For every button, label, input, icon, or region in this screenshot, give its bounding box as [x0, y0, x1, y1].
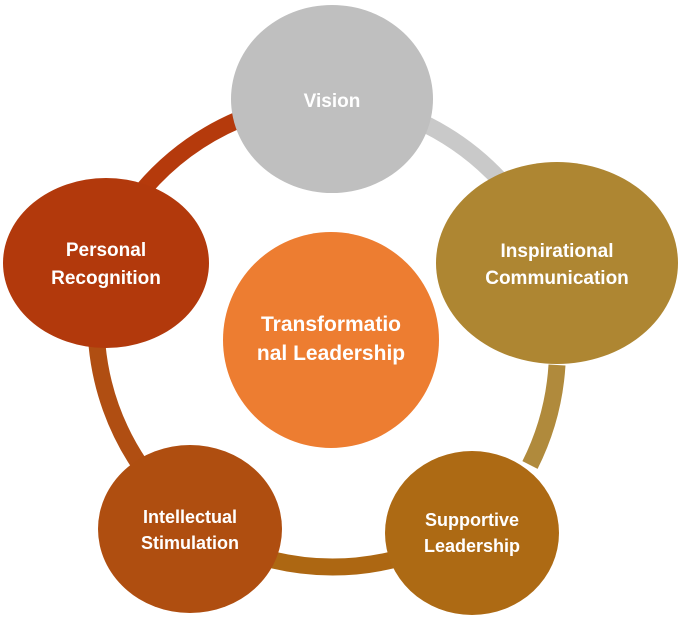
intellectual-stimulation-node: Intellectual Stimulation — [98, 445, 282, 613]
vision-circle — [231, 5, 433, 193]
connector-vision-to-inspirational — [423, 117, 507, 186]
intellectual-stimulation-label-line2: Stimulation — [141, 533, 239, 553]
supportive-leadership-node: Supportive Leadership — [385, 451, 559, 615]
supportive-leadership-label-line1: Supportive — [425, 510, 519, 530]
connector-personal-to-vision — [136, 112, 242, 196]
svg-text:Communication: Communication — [485, 268, 629, 289]
intellectual-stimulation-circle — [98, 445, 282, 613]
svg-text:Inspirational: Inspirational — [501, 241, 614, 262]
svg-text:Supportive: Supportive — [425, 510, 519, 530]
connector-inspirational-to-supportive — [522, 364, 566, 469]
svg-text:Personal: Personal — [66, 240, 146, 261]
intellectual-stimulation-label-line1: Intellectual — [143, 507, 237, 527]
svg-text:Leadership: Leadership — [424, 536, 520, 556]
svg-text:Intellectual: Intellectual — [143, 507, 237, 527]
personal-recognition-circle — [3, 178, 209, 348]
svg-text:Transformatio: Transformatio — [261, 313, 401, 336]
svg-text:Vision: Vision — [304, 91, 361, 112]
personal-recognition-label-line2: Recognition — [51, 268, 161, 289]
vision-node: Vision — [231, 5, 433, 193]
svg-text:Recognition: Recognition — [51, 268, 161, 289]
personal-recognition-node: Personal Recognition — [3, 178, 209, 348]
svg-text:Stimulation: Stimulation — [141, 533, 239, 553]
personal-recognition-label-line1: Personal — [66, 240, 146, 261]
svg-text:nal Leadership: nal Leadership — [257, 342, 405, 365]
inspirational-communication-label-line2: Communication — [485, 268, 629, 289]
connector-intellectual-to-personal — [88, 344, 148, 470]
supportive-leadership-label-line2: Leadership — [424, 536, 520, 556]
center-circle — [223, 232, 439, 448]
vision-label: Vision — [304, 91, 361, 112]
inspirational-communication-node: Inspirational Communication — [436, 162, 678, 364]
center-label-line1: Transformatio — [261, 313, 401, 336]
center-label-line2: nal Leadership — [257, 342, 405, 365]
center-node: Transformatio nal Leadership — [223, 232, 439, 448]
connector-supportive-to-intellectual — [271, 551, 394, 576]
supportive-leadership-circle — [385, 451, 559, 615]
inspirational-communication-circle — [436, 162, 678, 364]
inspirational-communication-label-line1: Inspirational — [501, 241, 614, 262]
connector-ring — [88, 112, 566, 576]
